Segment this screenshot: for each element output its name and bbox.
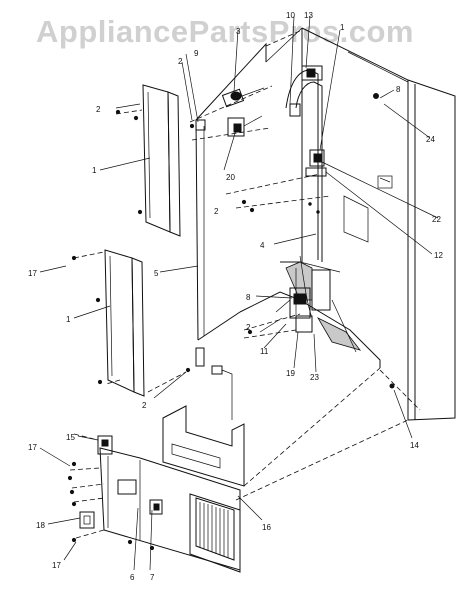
hinge-bracket-lower bbox=[195, 347, 233, 420]
callout-2-lower: 2 bbox=[246, 323, 251, 332]
callout-14: 14 bbox=[410, 441, 419, 450]
callout-20: 20 bbox=[226, 173, 235, 182]
cabinet-side-wall bbox=[301, 27, 456, 421]
callout-17-upper: 17 bbox=[28, 269, 37, 278]
callout-23: 23 bbox=[310, 373, 319, 382]
callout-8-top: 8 bbox=[396, 85, 401, 94]
leader-lines bbox=[39, 15, 439, 571]
callout-6: 6 bbox=[130, 573, 135, 582]
hinge-pin-top bbox=[195, 119, 206, 131]
damper-bracket-top bbox=[289, 65, 323, 117]
light-socket bbox=[227, 115, 263, 137]
callout-labels: 1 1 2 2 2 2 2 3 4 5 6 7 8 9 10 11 12 13 … bbox=[28, 11, 443, 582]
callout-2-panel: 2 bbox=[178, 57, 183, 66]
watermark-text: AppliancePartsPros.com bbox=[36, 14, 414, 49]
callout-17-lower: 17 bbox=[52, 561, 61, 570]
callout-12: 12 bbox=[434, 251, 443, 260]
callout-3: 3 bbox=[236, 27, 241, 36]
damper-bracket-mid bbox=[305, 149, 327, 177]
cover-vent-grille bbox=[199, 502, 229, 558]
assembly-guides bbox=[69, 29, 421, 539]
thermostat-control bbox=[221, 87, 265, 108]
callout-22: 22 bbox=[432, 215, 441, 224]
screw-markers bbox=[67, 93, 395, 551]
door-panel-lower bbox=[104, 249, 145, 397]
callout-7: 7 bbox=[150, 573, 155, 582]
callout-16: 16 bbox=[262, 523, 271, 532]
door-panel-upper bbox=[142, 84, 181, 237]
callout-1-lower: 1 bbox=[66, 315, 71, 324]
callout-1-top: 1 bbox=[340, 23, 345, 32]
machine-compartment-cover bbox=[99, 447, 241, 573]
callout-15: 15 bbox=[66, 433, 75, 442]
callout-5: 5 bbox=[154, 269, 159, 278]
callout-18: 18 bbox=[36, 521, 45, 530]
callout-1-upper: 1 bbox=[92, 166, 97, 175]
callout-17-mid: 17 bbox=[28, 443, 37, 452]
callout-13: 13 bbox=[304, 11, 313, 20]
callout-10: 10 bbox=[286, 11, 295, 20]
duct-plate bbox=[162, 405, 245, 487]
callout-2-bottom: 2 bbox=[142, 401, 147, 410]
callout-4: 4 bbox=[260, 241, 265, 250]
callout-8: 8 bbox=[246, 293, 251, 302]
callout-2-mid: 2 bbox=[214, 207, 219, 216]
callout-11: 11 bbox=[260, 347, 269, 356]
cover-bracket-lower bbox=[79, 511, 95, 529]
callout-24: 24 bbox=[426, 135, 435, 144]
callout-19: 19 bbox=[286, 369, 295, 378]
cover-bracket-upper bbox=[97, 435, 113, 455]
callout-2-top: 2 bbox=[96, 105, 101, 114]
control-assembly-lower bbox=[275, 269, 331, 333]
rear-wall-panel bbox=[195, 27, 303, 341]
cover-clip bbox=[117, 479, 163, 515]
callout-9: 9 bbox=[194, 49, 199, 58]
